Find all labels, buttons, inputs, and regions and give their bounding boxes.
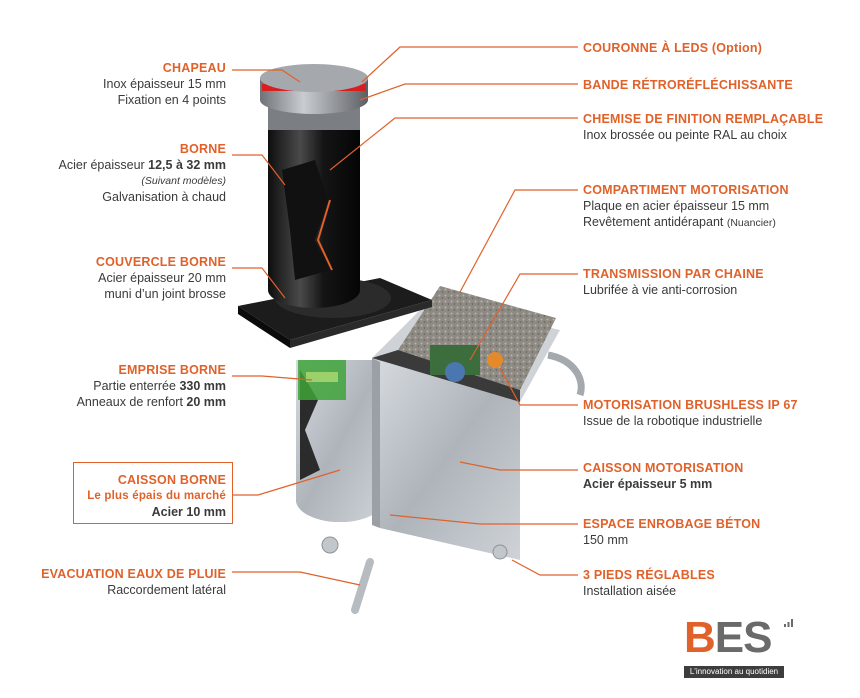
label-bande: BANDE RÉTRORÉFLÉCHISSANTE [583, 77, 793, 93]
label-emprise-line2-pre: Anneaux de renfort [76, 395, 187, 409]
bes-logo-letters: BES [684, 613, 773, 662]
label-compartiment: COMPARTIMENT MOTORISATION Plaque en acie… [583, 182, 789, 231]
label-borne-line3: Galvanisation à chaud [102, 190, 226, 204]
label-emprise-line2-bold: 20 mm [186, 395, 226, 409]
label-motorisation-title: MOTORISATION BRUSHLESS IP 67 [583, 398, 798, 412]
bes-logo-es: ES [714, 613, 773, 662]
label-borne: BORNE Acier épaisseur 12,5 à 32 mm (Suiv… [59, 141, 226, 205]
label-chapeau-line2: Fixation en 4 points [117, 93, 226, 107]
label-caisson-borne-bold: Acier 10 mm [151, 505, 226, 519]
label-couronne-title: COURONNE À LEDS (Option) [583, 41, 763, 55]
label-emprise-title: EMPRISE BORNE [118, 363, 226, 377]
label-compartiment-line2-small: (Nuancier) [726, 217, 776, 229]
bes-logo-b: B [684, 613, 716, 662]
label-bande-title: BANDE RÉTRORÉFLÉCHISSANTE [583, 78, 793, 92]
label-couronne: COURONNE À LEDS (Option) [583, 40, 762, 56]
label-pieds-line1: Installation aisée [583, 584, 677, 598]
label-chemise: CHEMISE DE FINITION REMPLAÇABLE Inox bro… [583, 111, 823, 143]
label-motorisation: MOTORISATION BRUSHLESS IP 67 Issue de la… [583, 397, 798, 429]
chapeau-shape [260, 64, 368, 114]
label-couvercle-title: COUVERCLE BORNE [95, 255, 226, 269]
label-espace: ESPACE ENROBAGE BÉTON 150 mm [583, 516, 760, 548]
label-pieds-title: 3 PIEDS RÉGLABLES [583, 568, 715, 582]
borne-shape [268, 100, 360, 308]
label-borne-line1: Acier épaisseur 12,5 à 32 mm [59, 157, 226, 173]
bes-logo: BES L'innovation au quotidien [684, 616, 794, 680]
label-borne-title: BORNE [179, 142, 226, 156]
label-emprise-line1-bold: 330 mm [179, 379, 226, 393]
label-emprise: EMPRISE BORNE Partie enterrée 330 mm Ann… [77, 362, 226, 410]
label-chapeau: CHAPEAU Inox épaisseur 15 mm Fixation en… [103, 60, 226, 108]
label-caisson-borne-subtitle: Le plus épais du marché [87, 490, 226, 502]
label-pieds: 3 PIEDS RÉGLABLES Installation aisée [583, 567, 715, 599]
caisson-borne-shape [296, 360, 384, 554]
label-emprise-line1: Partie enterrée 330 mm [77, 378, 226, 394]
label-emprise-line2: Anneaux de renfort 20 mm [77, 394, 226, 410]
label-espace-title: ESPACE ENROBAGE BÉTON [583, 517, 761, 531]
signal-icon [784, 619, 793, 627]
label-evacuation-line1: Raccordement latéral [107, 583, 226, 597]
label-evacuation-title: EVACUATION EAUX DE PLUIE [41, 567, 226, 581]
label-transmission: TRANSMISSION PAR CHAINE Lubrifée à vie a… [583, 266, 764, 298]
label-espace-line1: 150 mm [583, 533, 629, 547]
caisson-borne-frame [73, 462, 233, 524]
label-chemise-line1: Inox brossée ou peinte RAL au choix [583, 128, 787, 142]
label-couvercle-line2: muni d’un joint brosse [104, 287, 226, 301]
label-borne-line1-pre: Acier épaisseur [58, 158, 149, 172]
label-chapeau-line1: Inox épaisseur 15 mm [103, 77, 226, 91]
bes-logo-tagline: L'innovation au quotidien [684, 666, 784, 678]
label-compartiment-line2: Revêtement antidérapant (Nuancier) [583, 214, 789, 231]
label-borne-line2: (Suivant modèles) [141, 175, 226, 187]
label-compartiment-line1: Plaque en acier épaisseur 15 mm [583, 199, 770, 213]
label-chemise-title: CHEMISE DE FINITION REMPLAÇABLE [583, 112, 824, 126]
label-caisson-motorisation-title: CAISSON MOTORISATION [583, 461, 744, 475]
label-caisson-borne-title: CAISSON BORNE [117, 473, 226, 487]
label-compartiment-title: COMPARTIMENT MOTORISATION [583, 183, 789, 197]
label-motorisation-line1: Issue de la robotique industrielle [583, 414, 763, 428]
label-caisson-motorisation: CAISSON MOTORISATION Acier épaisseur 5 m… [583, 460, 744, 492]
label-chapeau-title: CHAPEAU [162, 61, 226, 75]
label-caisson-borne: CAISSON BORNE Le plus épais du marché Ac… [87, 472, 226, 520]
label-caisson-motorisation-bold: Acier épaisseur 5 mm [583, 477, 713, 491]
label-couvercle-line1: Acier épaisseur 20 mm [98, 271, 226, 285]
label-compartiment-line2-pre: Revêtement antidérapant [583, 215, 727, 229]
leader-lines [232, 46, 578, 586]
label-couvercle: COUVERCLE BORNE Acier épaisseur 20 mm mu… [96, 254, 226, 302]
label-emprise-line1-pre: Partie enterrée [93, 379, 180, 393]
label-transmission-title: TRANSMISSION PAR CHAINE [583, 267, 764, 281]
label-borne-line1-bold: 12,5 à 32 mm [148, 158, 226, 172]
caisson-motorisation-shape [351, 286, 585, 614]
label-transmission-line1: Lubrifée à vie anti-corrosion [583, 283, 738, 297]
label-evacuation: EVACUATION EAUX DE PLUIE Raccordement la… [41, 566, 226, 598]
